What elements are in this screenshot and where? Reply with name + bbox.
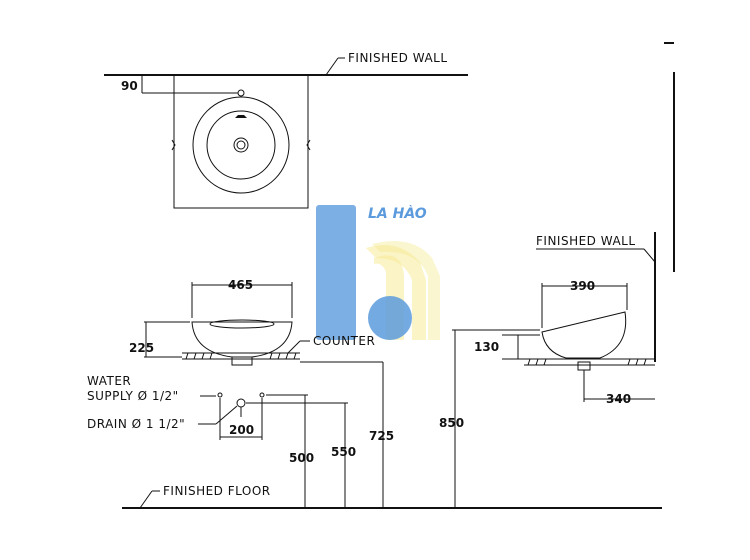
drain-fitting-side (577, 361, 591, 371)
plan-view: FINISHED WALL 90 (104, 51, 468, 209)
counter-label: COUNTER (313, 334, 375, 348)
logo-text: LA HÀO (368, 205, 427, 222)
drain-hole-outer (233, 137, 249, 153)
side-elevation: FINISHED WALL 390 850 130 340 (439, 232, 656, 508)
dim-counter-height: 725 (369, 429, 394, 443)
la-hao-logo: LA HÀO (316, 205, 440, 340)
bowl-outline-side (541, 311, 627, 359)
dim-basin-width-side: 390 (570, 279, 595, 293)
drain-fitting-front (231, 356, 253, 366)
drain-hole-inner (236, 140, 246, 150)
drain-label: DRAIN Ø 1 1/2" (87, 417, 185, 431)
finished-wall-label-side: FINISHED WALL (536, 234, 636, 248)
dim-top-offset: 90 (121, 79, 138, 93)
water-supply-point-right (259, 392, 265, 398)
dim-rim-height: 850 (439, 416, 464, 430)
basin-outer-rim (192, 96, 290, 194)
water-supply-label-2: SUPPLY Ø 1/2" (87, 389, 179, 403)
overflow-slot (235, 115, 247, 118)
dim-basin-height-front: 225 (129, 341, 154, 355)
dim-supply-height: 500 (289, 451, 314, 465)
dim-drain-offset-side: 340 (606, 392, 631, 406)
tap-hole (237, 89, 245, 97)
water-supply-label-1: WATER (87, 374, 131, 388)
logo-bar (316, 205, 356, 340)
front-elevation: 465 225 COUNTER 725 WATER SUPPLY Ø 1/2" … (87, 278, 394, 508)
finished-floor-label: FINISHED FLOOR (163, 484, 271, 498)
finished-wall-leader-top (325, 57, 339, 76)
floor: FINISHED FLOOR (122, 484, 662, 509)
bowl-outline-front (191, 321, 293, 358)
dim-drain-height: 550 (331, 445, 356, 459)
dim-supply-spacing: 200 (229, 423, 254, 437)
dim-basin-width-front: 465 (228, 278, 253, 292)
finished-wall-label-top: FINISHED WALL (348, 51, 448, 65)
water-supply-point-left (217, 392, 223, 398)
drain-point (236, 398, 246, 408)
bowl-inner-rim-front (209, 319, 275, 329)
basin-inner-rim (206, 110, 276, 180)
counter-plan-outline (173, 74, 309, 209)
logo-dot (368, 296, 412, 340)
dim-basin-height-side: 130 (474, 340, 499, 354)
